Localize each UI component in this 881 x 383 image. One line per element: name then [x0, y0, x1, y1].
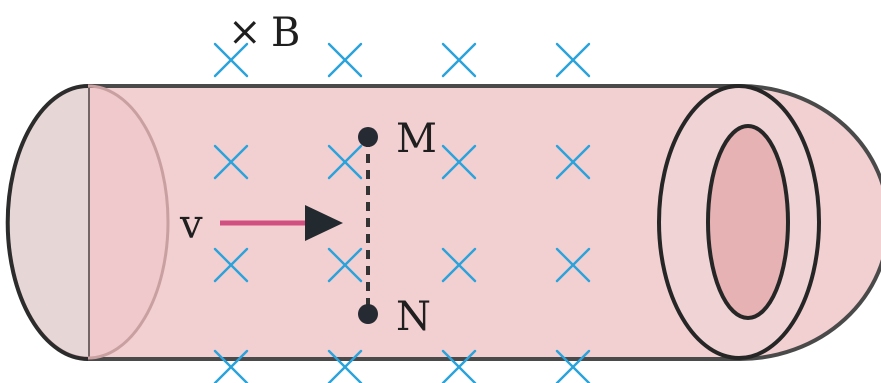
field-cross-icon	[327, 42, 363, 78]
field-cross-icon	[213, 247, 249, 283]
pipe-left-end-face	[7, 86, 88, 359]
field-cross-icon	[441, 247, 477, 283]
field-cross-icon	[327, 144, 363, 180]
field-cross-icon	[213, 42, 249, 78]
pipe-left-outer-edge	[5, 84, 89, 361]
magnetic-field-crosses	[213, 42, 591, 383]
point-n-label: N	[396, 294, 431, 340]
field-cross-icon	[327, 247, 363, 283]
point-m-label: M	[396, 116, 437, 162]
field-cross-icon	[327, 349, 363, 383]
field-cross-icon	[441, 42, 477, 78]
point-n	[358, 304, 378, 324]
point-m	[358, 127, 378, 147]
field-symbol: ×	[228, 9, 262, 55]
field-label: B	[271, 10, 300, 56]
field-cross-icon	[441, 144, 477, 180]
pipe-right-hole	[706, 124, 790, 320]
field-cross-icon	[555, 349, 591, 383]
field-cross-icon	[555, 247, 591, 283]
velocity-arrow-head	[305, 205, 343, 241]
field-cross-icon	[441, 349, 477, 383]
field-cross-icon	[213, 144, 249, 180]
field-cross-icon	[213, 349, 249, 383]
field-cross-icon	[555, 144, 591, 180]
velocity-label: v	[179, 202, 203, 248]
field-cross-icon	[555, 42, 591, 78]
